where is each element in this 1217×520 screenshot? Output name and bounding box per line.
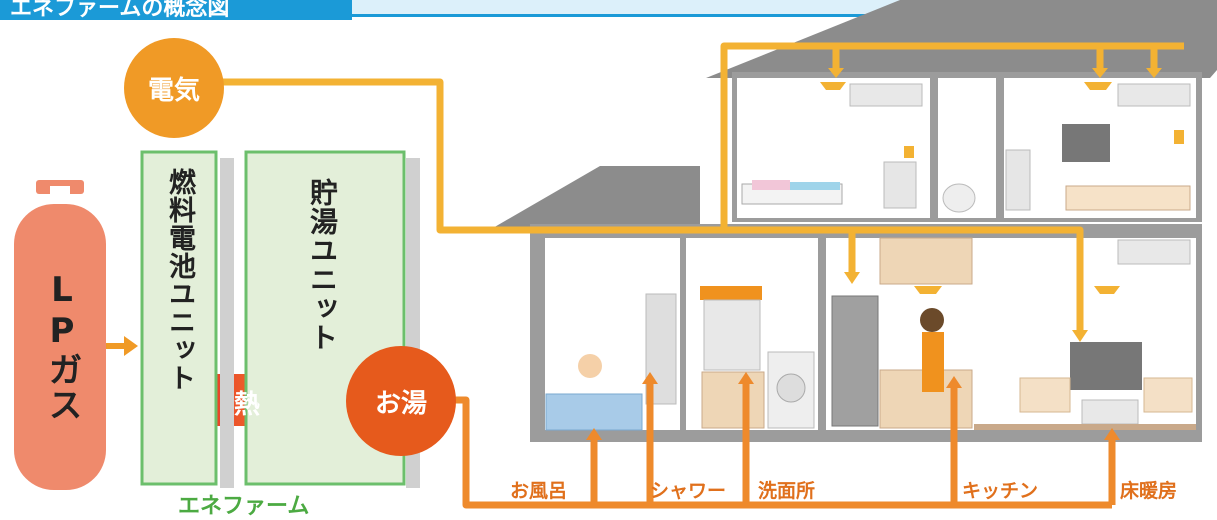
use-label-washroom: 洗面所 <box>758 480 816 502</box>
use-label-kitchen: キッチン <box>962 480 1039 502</box>
fuel-cell-unit-label: 燃料電池ユニット <box>164 168 195 392</box>
hot-water-circle: お湯 <box>346 346 456 456</box>
lp-gas-label: LPガス <box>42 270 82 422</box>
use-label-bath: お風呂 <box>510 480 568 502</box>
storage-unit-label: 貯湯ユニット <box>306 178 339 352</box>
heat-label: 熱 <box>234 390 261 420</box>
header-title: エネファームの概念図 <box>10 0 230 20</box>
header-bar: エネファームの概念図 <box>0 0 352 20</box>
use-label-shower: シャワー <box>650 480 727 502</box>
lp-gas-cylinder-icon <box>14 180 106 490</box>
enefarm-brand-label: エネファーム <box>178 494 310 519</box>
hot-water-label: お湯 <box>374 388 427 419</box>
use-label-floor-heating: 床暖房 <box>1120 480 1178 502</box>
electricity-circle: 電気 <box>124 38 224 138</box>
electricity-label: 電気 <box>147 75 200 106</box>
